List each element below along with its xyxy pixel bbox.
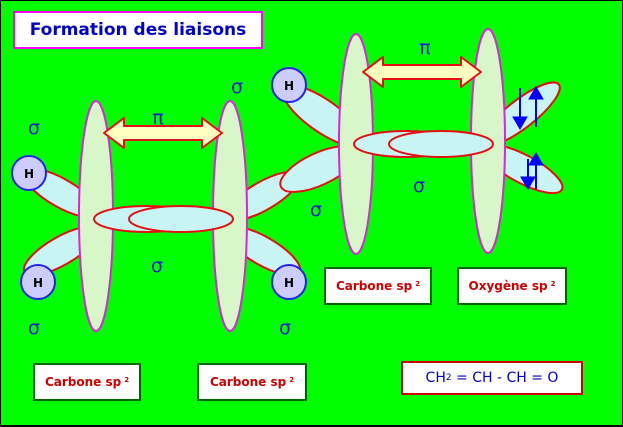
sigma-symbol: σ bbox=[28, 317, 40, 339]
sigma-symbol: σ bbox=[310, 199, 322, 221]
sigma-symbol: σ bbox=[413, 175, 425, 197]
diagram-title: Formation des liaisons bbox=[29, 20, 247, 40]
hydrogen-atom-left-top: H bbox=[11, 155, 47, 191]
left-molecule: H H H bbox=[11, 100, 307, 332]
pi-symbol-right: π bbox=[419, 37, 430, 59]
lone-pair-arrows-upper bbox=[512, 86, 544, 130]
pi-double-arrow-left bbox=[103, 117, 223, 149]
hydrogen-atom-mid-bottom: H bbox=[271, 264, 307, 300]
pi-double-arrow-right bbox=[362, 56, 482, 88]
sigma-symbol: σ bbox=[151, 255, 163, 277]
sp2-lobe-c1-c2-right bbox=[128, 205, 234, 233]
pi-symbol-left: π bbox=[152, 107, 163, 129]
sigma-symbol: σ bbox=[28, 117, 40, 139]
hydrogen-atom-right-top: H bbox=[271, 67, 307, 103]
hydrogen-symbol: H bbox=[33, 276, 43, 290]
diagram-title-box: Formation des liaisons bbox=[13, 11, 263, 49]
sp2-lobe-c3-o-right bbox=[388, 130, 494, 158]
sigma-symbol: σ bbox=[231, 76, 243, 98]
right-molecule: H bbox=[271, 28, 564, 255]
hydrogen-symbol: H bbox=[24, 167, 34, 181]
hydrogen-symbol: H bbox=[284, 79, 294, 93]
hydrogen-symbol: H bbox=[284, 276, 294, 290]
lone-pair-arrows-lower bbox=[520, 152, 544, 190]
sigma-symbol: σ bbox=[279, 317, 291, 339]
bond-symbols: π π σ σ σ σ σ σ σ bbox=[28, 37, 431, 339]
hydrogen-atom-left-bottom: H bbox=[20, 264, 56, 300]
